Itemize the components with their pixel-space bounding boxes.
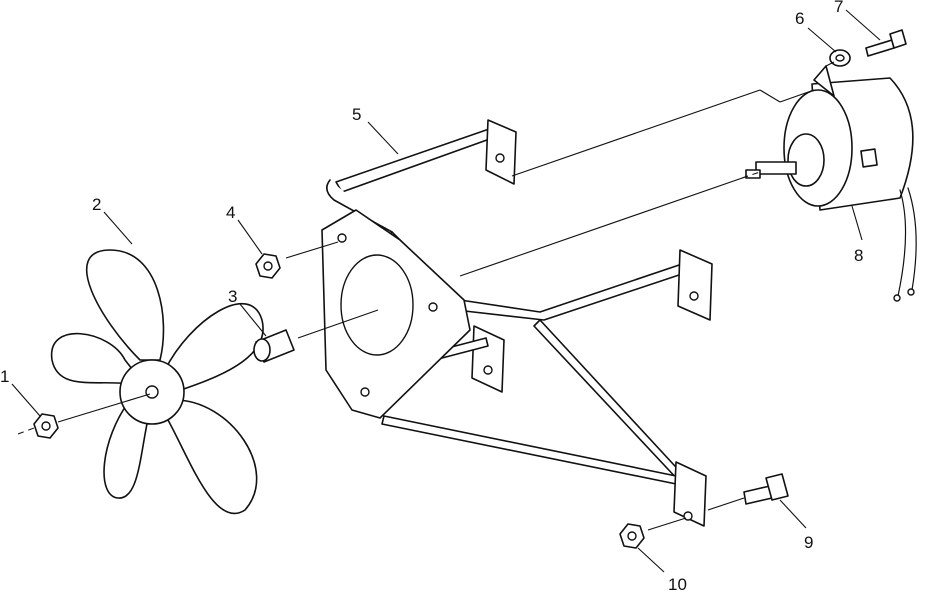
bolt-9-shank	[743, 485, 773, 505]
leader-5	[367, 121, 399, 155]
callout-5: 5	[352, 105, 361, 124]
centerline-bolt-9	[707, 497, 745, 511]
right-tab-hole	[689, 291, 699, 301]
motor-label-plate	[860, 148, 878, 168]
centerline-motor-ear	[511, 89, 761, 177]
centerline-motor-ear-jog	[759, 89, 781, 103]
motor-mount-ear	[813, 65, 835, 97]
callout-9: 9	[804, 533, 813, 552]
lower-rail	[381, 415, 687, 487]
leader-6	[807, 27, 837, 53]
bracket-assembly	[321, 119, 713, 527]
upper-tab-hole	[495, 153, 505, 163]
nut-4-hole	[263, 261, 273, 271]
leader-2	[103, 211, 133, 245]
screw-7-head	[889, 29, 907, 49]
middle-tab	[471, 325, 505, 393]
callout-leaders	[11, 9, 881, 573]
lower-tab	[673, 461, 707, 527]
washer-6-hole	[835, 54, 845, 62]
fan-blade-lower-left	[103, 399, 151, 499]
leader-10	[637, 547, 665, 573]
plate-hole-bottom	[360, 387, 370, 397]
motor-hub	[787, 133, 825, 187]
fan-blade-right	[164, 302, 264, 393]
nut-1-hole	[41, 421, 51, 431]
motor-shaft	[755, 161, 797, 175]
leader-8	[851, 205, 863, 241]
motor-wire-b	[907, 187, 917, 291]
plate-hole-right	[428, 302, 438, 312]
callout-4: 4	[226, 203, 235, 222]
centerline-motor-shaft	[459, 175, 749, 277]
bolt-9-head	[765, 473, 789, 501]
centerline-nut-4	[285, 241, 339, 259]
callout-1: 1	[0, 367, 9, 386]
nut-4	[255, 253, 281, 279]
centerline-nut-1	[17, 427, 35, 435]
fan-blade	[51, 249, 264, 515]
spacer-3	[253, 329, 295, 363]
callout-6: 6	[795, 9, 804, 28]
fan-blade-lower-right	[167, 399, 258, 515]
middle-tab-hole	[483, 365, 493, 375]
callout-3: 3	[228, 287, 237, 306]
centerline-washer	[825, 61, 835, 67]
callout-labels: 1 2 3 4 5 6 7 8 9 10	[0, 0, 863, 592]
callout-10: 10	[668, 575, 687, 592]
spacer-3-end	[253, 338, 271, 362]
leader-4	[237, 219, 263, 255]
centerline-spacer	[297, 309, 379, 339]
leader-1	[11, 383, 41, 417]
fan-blade-top	[85, 249, 165, 361]
right-tab	[677, 249, 713, 321]
screw-7-shank	[865, 39, 895, 57]
washer-6	[829, 49, 851, 67]
leader-9	[779, 499, 807, 529]
nut-10	[619, 523, 645, 549]
nut-10-hole	[627, 531, 637, 541]
fan-hub-hole	[145, 385, 159, 399]
centerline-shaft-dash	[741, 171, 761, 179]
assembly-centerlines	[17, 61, 835, 531]
rail-bend	[326, 179, 393, 233]
callout-7: 7	[834, 0, 843, 16]
fan-motor	[745, 65, 917, 302]
callout-2: 2	[92, 195, 101, 214]
leader-7	[845, 9, 881, 41]
callout-8: 8	[854, 246, 863, 265]
upper-tab	[485, 119, 517, 185]
bolt-9	[743, 473, 789, 505]
motor-wire-a	[897, 189, 907, 297]
wire-terminal-b	[907, 288, 915, 296]
centerline-fan	[57, 393, 151, 423]
screw-7	[865, 29, 907, 57]
fan-opening	[340, 254, 414, 356]
leader-3	[239, 303, 267, 337]
nut-1	[33, 413, 59, 439]
wire-terminal-a	[893, 294, 901, 302]
plate-hole-top	[337, 233, 347, 243]
centerline-motor-ear-end	[779, 89, 815, 103]
centerline-nut-10	[647, 517, 687, 531]
upper-rail	[335, 127, 499, 193]
